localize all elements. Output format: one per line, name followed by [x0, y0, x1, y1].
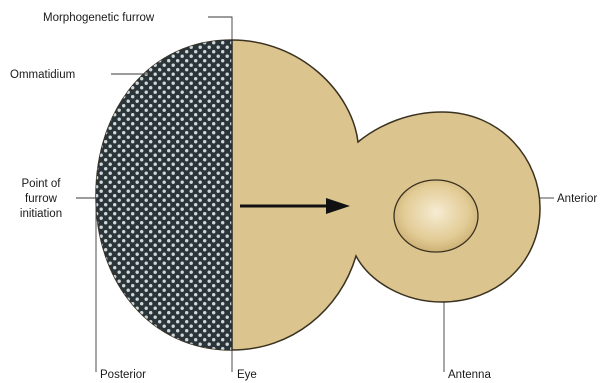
label-ommatidium: Ommatidium: [10, 69, 75, 81]
label-antenna: Antenna: [448, 369, 491, 381]
label-eye: Eye: [237, 369, 257, 381]
label-point-of-furrow-initiation-line2: furrow: [25, 193, 58, 205]
label-anterior: Anterior: [557, 193, 597, 205]
label-morphogenetic-furrow: Morphogenetic furrow: [43, 12, 155, 24]
label-point-of-furrow-initiation-line3: initiation: [20, 208, 62, 220]
label-point-of-furrow-initiation-line1: Point of: [22, 178, 62, 190]
antenna-outer-ring: [394, 180, 478, 252]
label-posterior: Posterior: [100, 369, 146, 381]
